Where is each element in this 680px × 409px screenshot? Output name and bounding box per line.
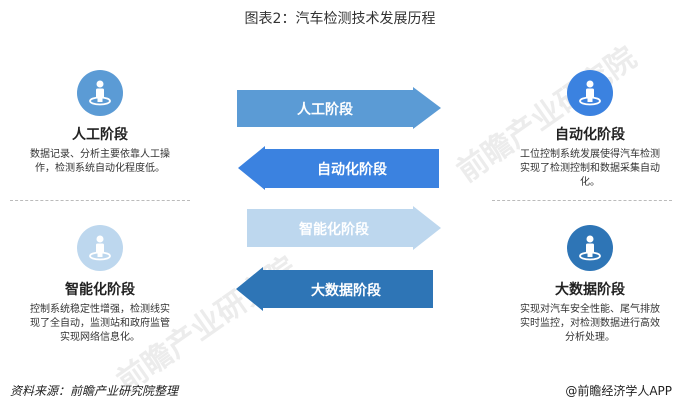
arrow-label: 人工阶段 [297,101,353,118]
stage-desc: 实现网络信息化。 [60,332,140,343]
person-icon [77,225,123,271]
divider-right [492,200,672,201]
stage-bigdata: 大数据阶段 实现对汽车安全性能、尾气排放 实时监控，对检测数据进行高效 分析处理… [490,225,680,345]
stage-desc: 现了全自动，监测站和政府监管 [30,318,170,329]
stage-desc: 实现对汽车安全性能、尾气排放 [520,304,660,315]
chart-title: 图表2：汽车检测技术发展历程 [244,11,436,27]
arrow-1: 人工阶段 [237,87,441,129]
arrow-3: 智能化阶段 [247,206,441,250]
stage-desc: 实时监控，对检测数据进行高效 [520,318,660,329]
arrow-label: 大数据阶段 [311,282,381,299]
stage-desc: 控制系统稳定性增强，检测线实 [30,304,170,315]
divider-left [10,200,190,201]
person-icon [567,225,613,271]
stage-title: 人工阶段 [72,127,128,143]
stage-manual: 人工阶段 数据记录、分析主要依靠人工操 作，检测系统自动化程度低。 [0,70,200,176]
source-note: 资料来源：前瞻产业研究院整理 [10,384,179,398]
stage-desc: 数据记录、分析主要依靠人工操 [30,149,170,160]
arrow-label: 智能化阶段 [298,221,369,238]
stage-desc: 化。 [580,177,600,188]
stage-desc: 作，检测系统自动化程度低。 [35,163,165,174]
stage-title: 大数据阶段 [555,282,625,298]
arrow-4: 大数据阶段 [236,267,433,311]
stage-title: 智能化阶段 [65,282,135,298]
stage-intelligent: 智能化阶段 控制系统稳定性增强，检测线实 现了全自动，监测站和政府监管 实现网络… [0,225,200,345]
arrow-2: 自动化阶段 [238,146,439,190]
stage-automation: 自动化阶段 工位控制系统发展使得汽车检测 实现了检测控制和数据采集自动 化。 [490,70,680,190]
stage-desc: 实现了检测控制和数据采集自动 [520,163,660,174]
stage-title: 自动化阶段 [555,127,625,143]
person-icon [567,70,613,116]
arrow-label: 自动化阶段 [317,161,387,178]
stage-desc: 工位控制系统发展使得汽车检测 [520,149,660,160]
brand-credit: @前瞻经济学人APP [565,384,672,398]
stage-desc: 分析处理。 [565,332,615,343]
person-icon [77,70,123,116]
